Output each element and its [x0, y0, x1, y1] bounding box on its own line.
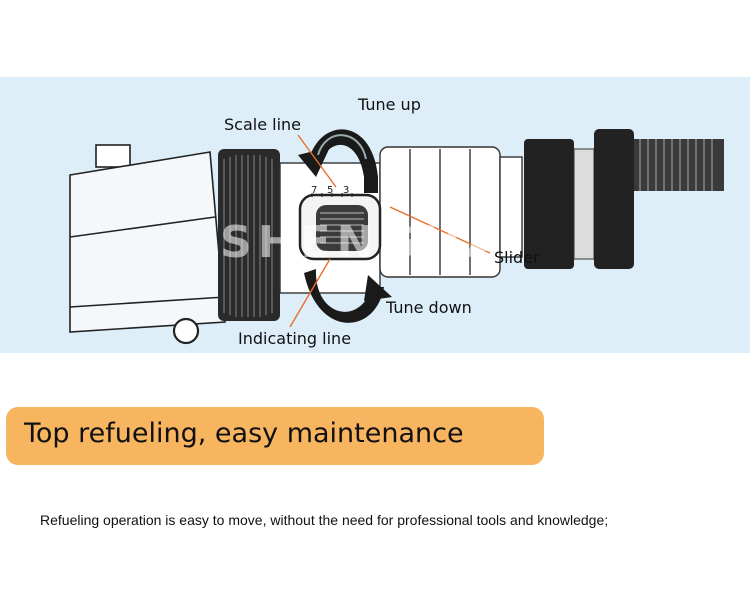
tune-down-arrow-icon	[304, 269, 392, 323]
diagram-panel: 7 5 3 SHENGJIA Tune up Scale line Slider…	[0, 77, 750, 353]
banner-title: Top refueling, easy maintenance	[24, 418, 464, 449]
tune-up-arrow-icon	[298, 129, 378, 193]
slider-window	[298, 193, 382, 261]
description-caption: Refueling operation is easy to move, wit…	[40, 512, 609, 528]
hole-icon	[172, 317, 200, 345]
scale-number: 7	[311, 185, 318, 196]
leader-lines	[289, 134, 491, 328]
scale-number: 3	[343, 185, 350, 196]
watermark: SHENGJIA	[220, 217, 507, 268]
adjuster-illustration	[69, 129, 724, 345]
tune-up-label: Tune up	[358, 95, 421, 114]
tune-down-label: Tune down	[386, 298, 472, 317]
housing-body	[69, 144, 226, 345]
scale-number: 5	[327, 185, 334, 196]
indicating-line-label: Indicating line	[238, 329, 352, 348]
knurled-knob	[218, 149, 280, 321]
scale-line-label: Scale line	[224, 115, 302, 134]
slider-label: Slider	[494, 248, 540, 267]
nut-assembly	[524, 129, 724, 269]
feature-banner: Top refueling, easy maintenance	[6, 407, 544, 465]
